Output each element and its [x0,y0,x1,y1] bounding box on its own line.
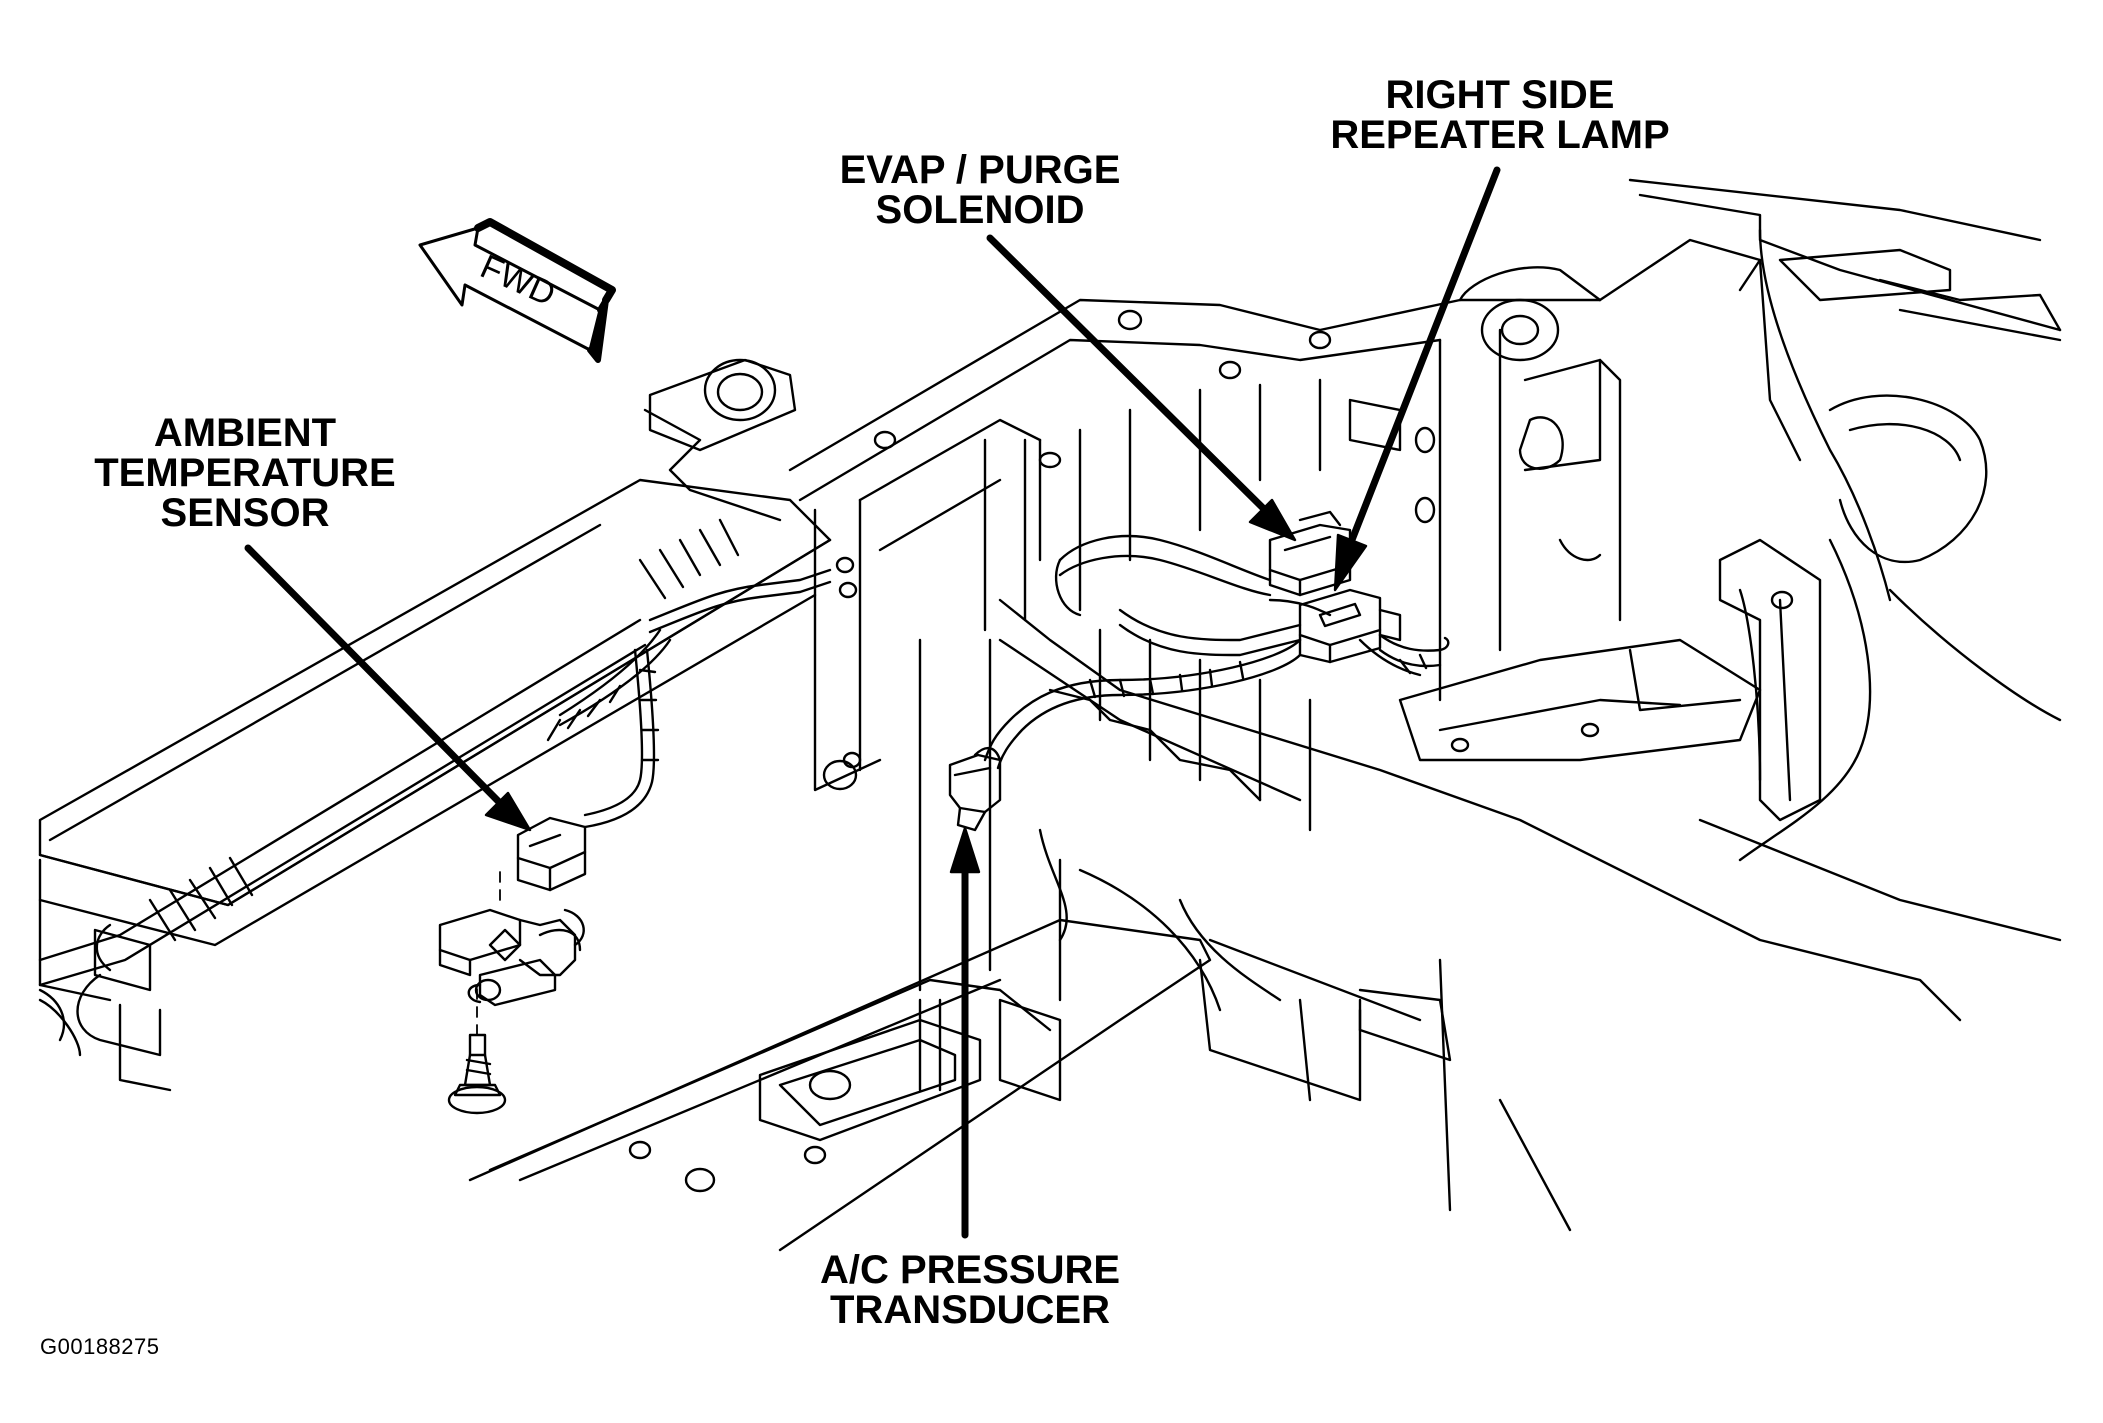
ambient-temperature-sensor-part [516,816,587,892]
mounting-screw-part [447,1033,507,1115]
upper-cross-member [643,238,1762,522]
figure-id: G00188275 [40,1334,160,1359]
callout-pointers [244,166,1501,1239]
exploded-view-leaders [476,869,501,1036]
label-ac-pressure-transducer: A/C PRESSURE TRANSDUCER [819,1248,1121,1332]
pointer-evap-solenoid [986,234,1269,514]
pointer-ambient-sensor [244,544,504,807]
pointer-repeater-lamp-head [1333,533,1368,592]
pointer-ambient-sensor-head [484,791,532,832]
pointer-repeater-lamp [1346,166,1501,549]
ac-pressure-transducer-part [948,746,1002,832]
forward-direction-arrow: FWD [418,218,616,363]
pointer-evap-solenoid-head [1248,498,1297,542]
left-support-beam [38,478,832,1092]
right-fender-panels [1628,178,2062,942]
wire-harness [546,534,1450,829]
bracket-and-connector-part [438,908,585,1007]
pointer-ac-transducer-head [949,826,981,874]
right-side-repeater-lamp-connector-part [1298,588,1402,664]
label-ambient-temperature-sensor: AMBIENT TEMPERATURE SENSOR [94,411,396,535]
label-evap-purge-solenoid: EVAP / PURGE SOLENOID [839,148,1121,232]
center-structure [813,328,1962,1022]
label-right-side-repeater-lamp: RIGHT SIDE REPEATER LAMP [1330,73,1670,157]
